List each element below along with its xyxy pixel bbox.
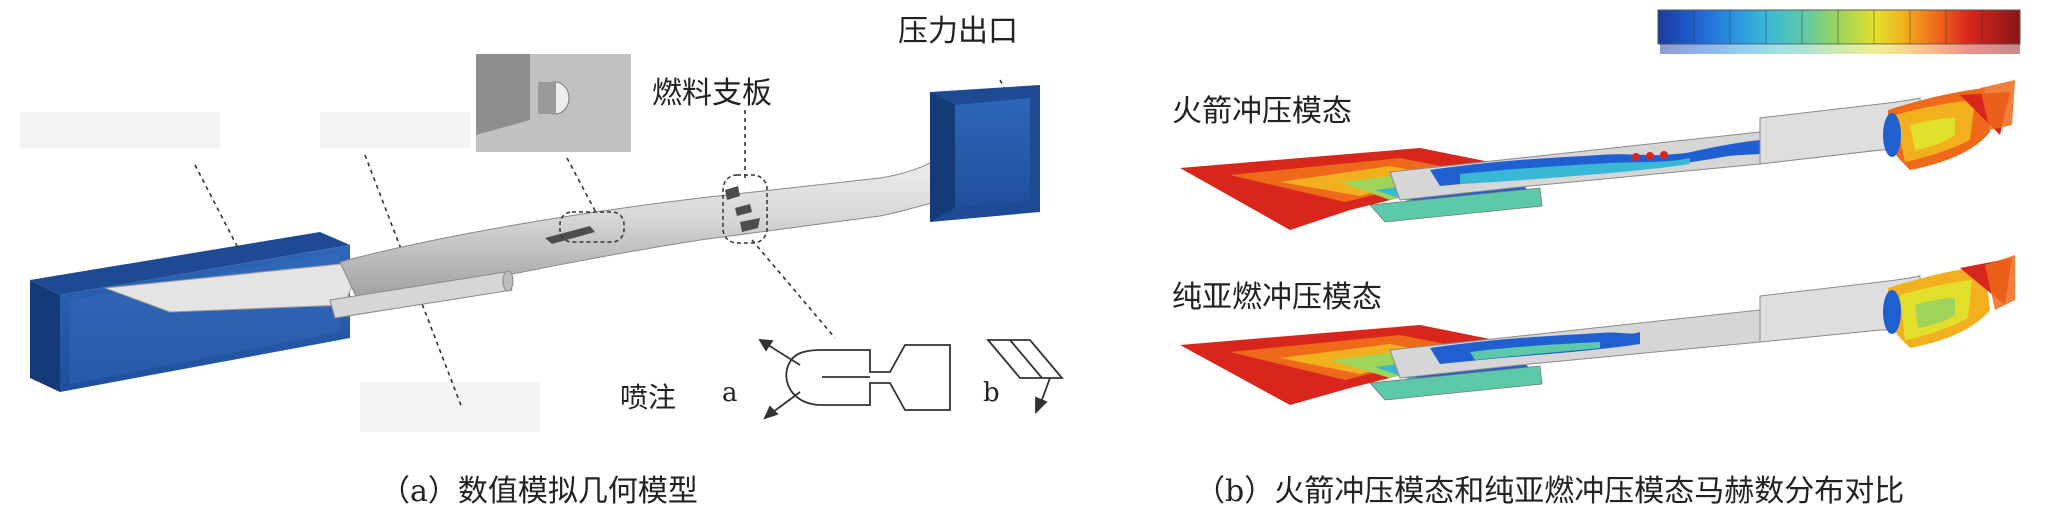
- injection-schematic-b: [986, 339, 1064, 415]
- panel-a-caption: （a）数值模拟几何模型: [380, 474, 698, 509]
- injection-schematic-a: [758, 338, 951, 420]
- scramjet-mode-label: 纯亚燃冲压模态: [1172, 280, 1382, 315]
- masked-label-2: [320, 112, 470, 148]
- injector-zoom-inset: [476, 54, 631, 152]
- pressure-outlet-label: 压力出口: [898, 14, 1018, 49]
- injection-label: 喷注: [620, 381, 677, 414]
- mach-colorbar: [1657, 9, 2021, 54]
- injection-type-b-label: b: [983, 378, 1000, 408]
- scramjet-mode-contour: [1180, 255, 2015, 405]
- panel-b-caption: （b）火箭冲压模态和纯亚燃冲压模态马赫数分布对比: [1195, 474, 1905, 509]
- rocket-mode-contour: [1180, 80, 2015, 230]
- rocket-mode-label: 火箭冲压模态: [1172, 94, 1352, 129]
- masked-label-3: [360, 382, 540, 432]
- injection-type-a-label: a: [722, 378, 738, 408]
- fuel-strut-label: 燃料支板: [652, 76, 772, 111]
- masked-label-1: [20, 112, 220, 148]
- outlet-box: [930, 85, 1040, 222]
